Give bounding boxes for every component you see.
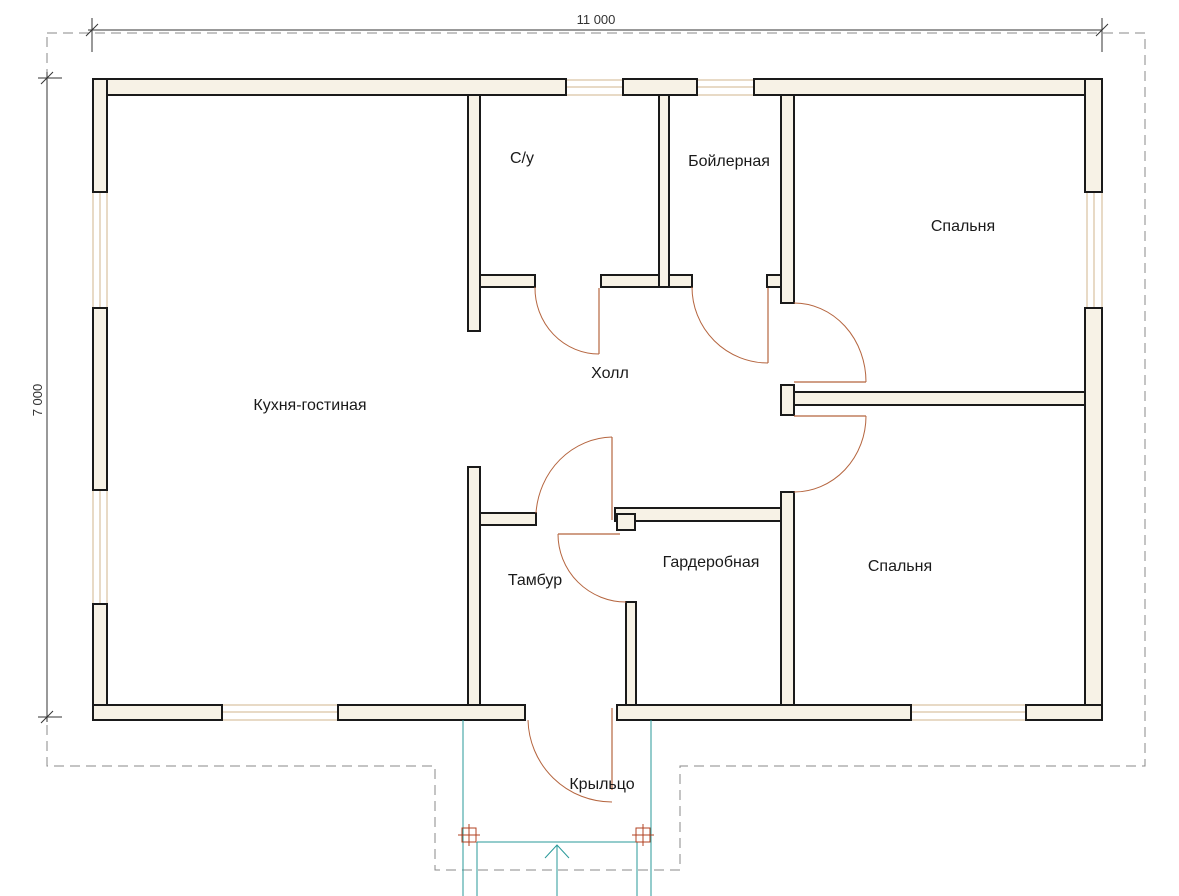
door-entrance bbox=[527, 708, 613, 803]
room-label-vestibule: Тамбур bbox=[508, 572, 562, 589]
door-wc bbox=[534, 286, 600, 355]
room-labels: Кухня-гостиная С/у Бойлерная Спальня Хол… bbox=[253, 150, 995, 793]
porch-structure bbox=[458, 720, 654, 896]
room-label-hall: Холл bbox=[591, 365, 629, 382]
doors bbox=[527, 286, 867, 803]
door-boiler bbox=[691, 286, 769, 364]
room-label-porch: Крыльцо bbox=[569, 776, 634, 793]
room-label-bedroom-bottom: Спальня bbox=[868, 558, 932, 575]
column-marker-left bbox=[458, 824, 480, 846]
room-label-bedroom-top: Спальня bbox=[931, 218, 995, 235]
door-bedroom-bottom bbox=[793, 415, 867, 493]
door-vestibule bbox=[535, 436, 613, 520]
room-label-boiler: Бойлерная bbox=[688, 153, 770, 170]
dimension-height: 7 000 bbox=[30, 71, 62, 724]
room-label-living: Кухня-гостиная bbox=[253, 397, 366, 414]
column-marker-right bbox=[632, 824, 654, 846]
roof-outline bbox=[46, 32, 1146, 871]
room-label-wardrobe: Гардеробная bbox=[663, 554, 760, 571]
dimension-width: 11 000 bbox=[85, 12, 1109, 52]
width-dimension-label: 11 000 bbox=[577, 12, 616, 27]
height-dimension-label: 7 000 bbox=[30, 384, 45, 417]
windows bbox=[92, 79, 1103, 721]
room-label-wc: С/у bbox=[510, 150, 534, 167]
walls bbox=[92, 78, 1103, 721]
door-wardrobe bbox=[557, 533, 627, 603]
door-bedroom-top bbox=[793, 302, 867, 383]
arrow-up-icon bbox=[544, 844, 570, 859]
